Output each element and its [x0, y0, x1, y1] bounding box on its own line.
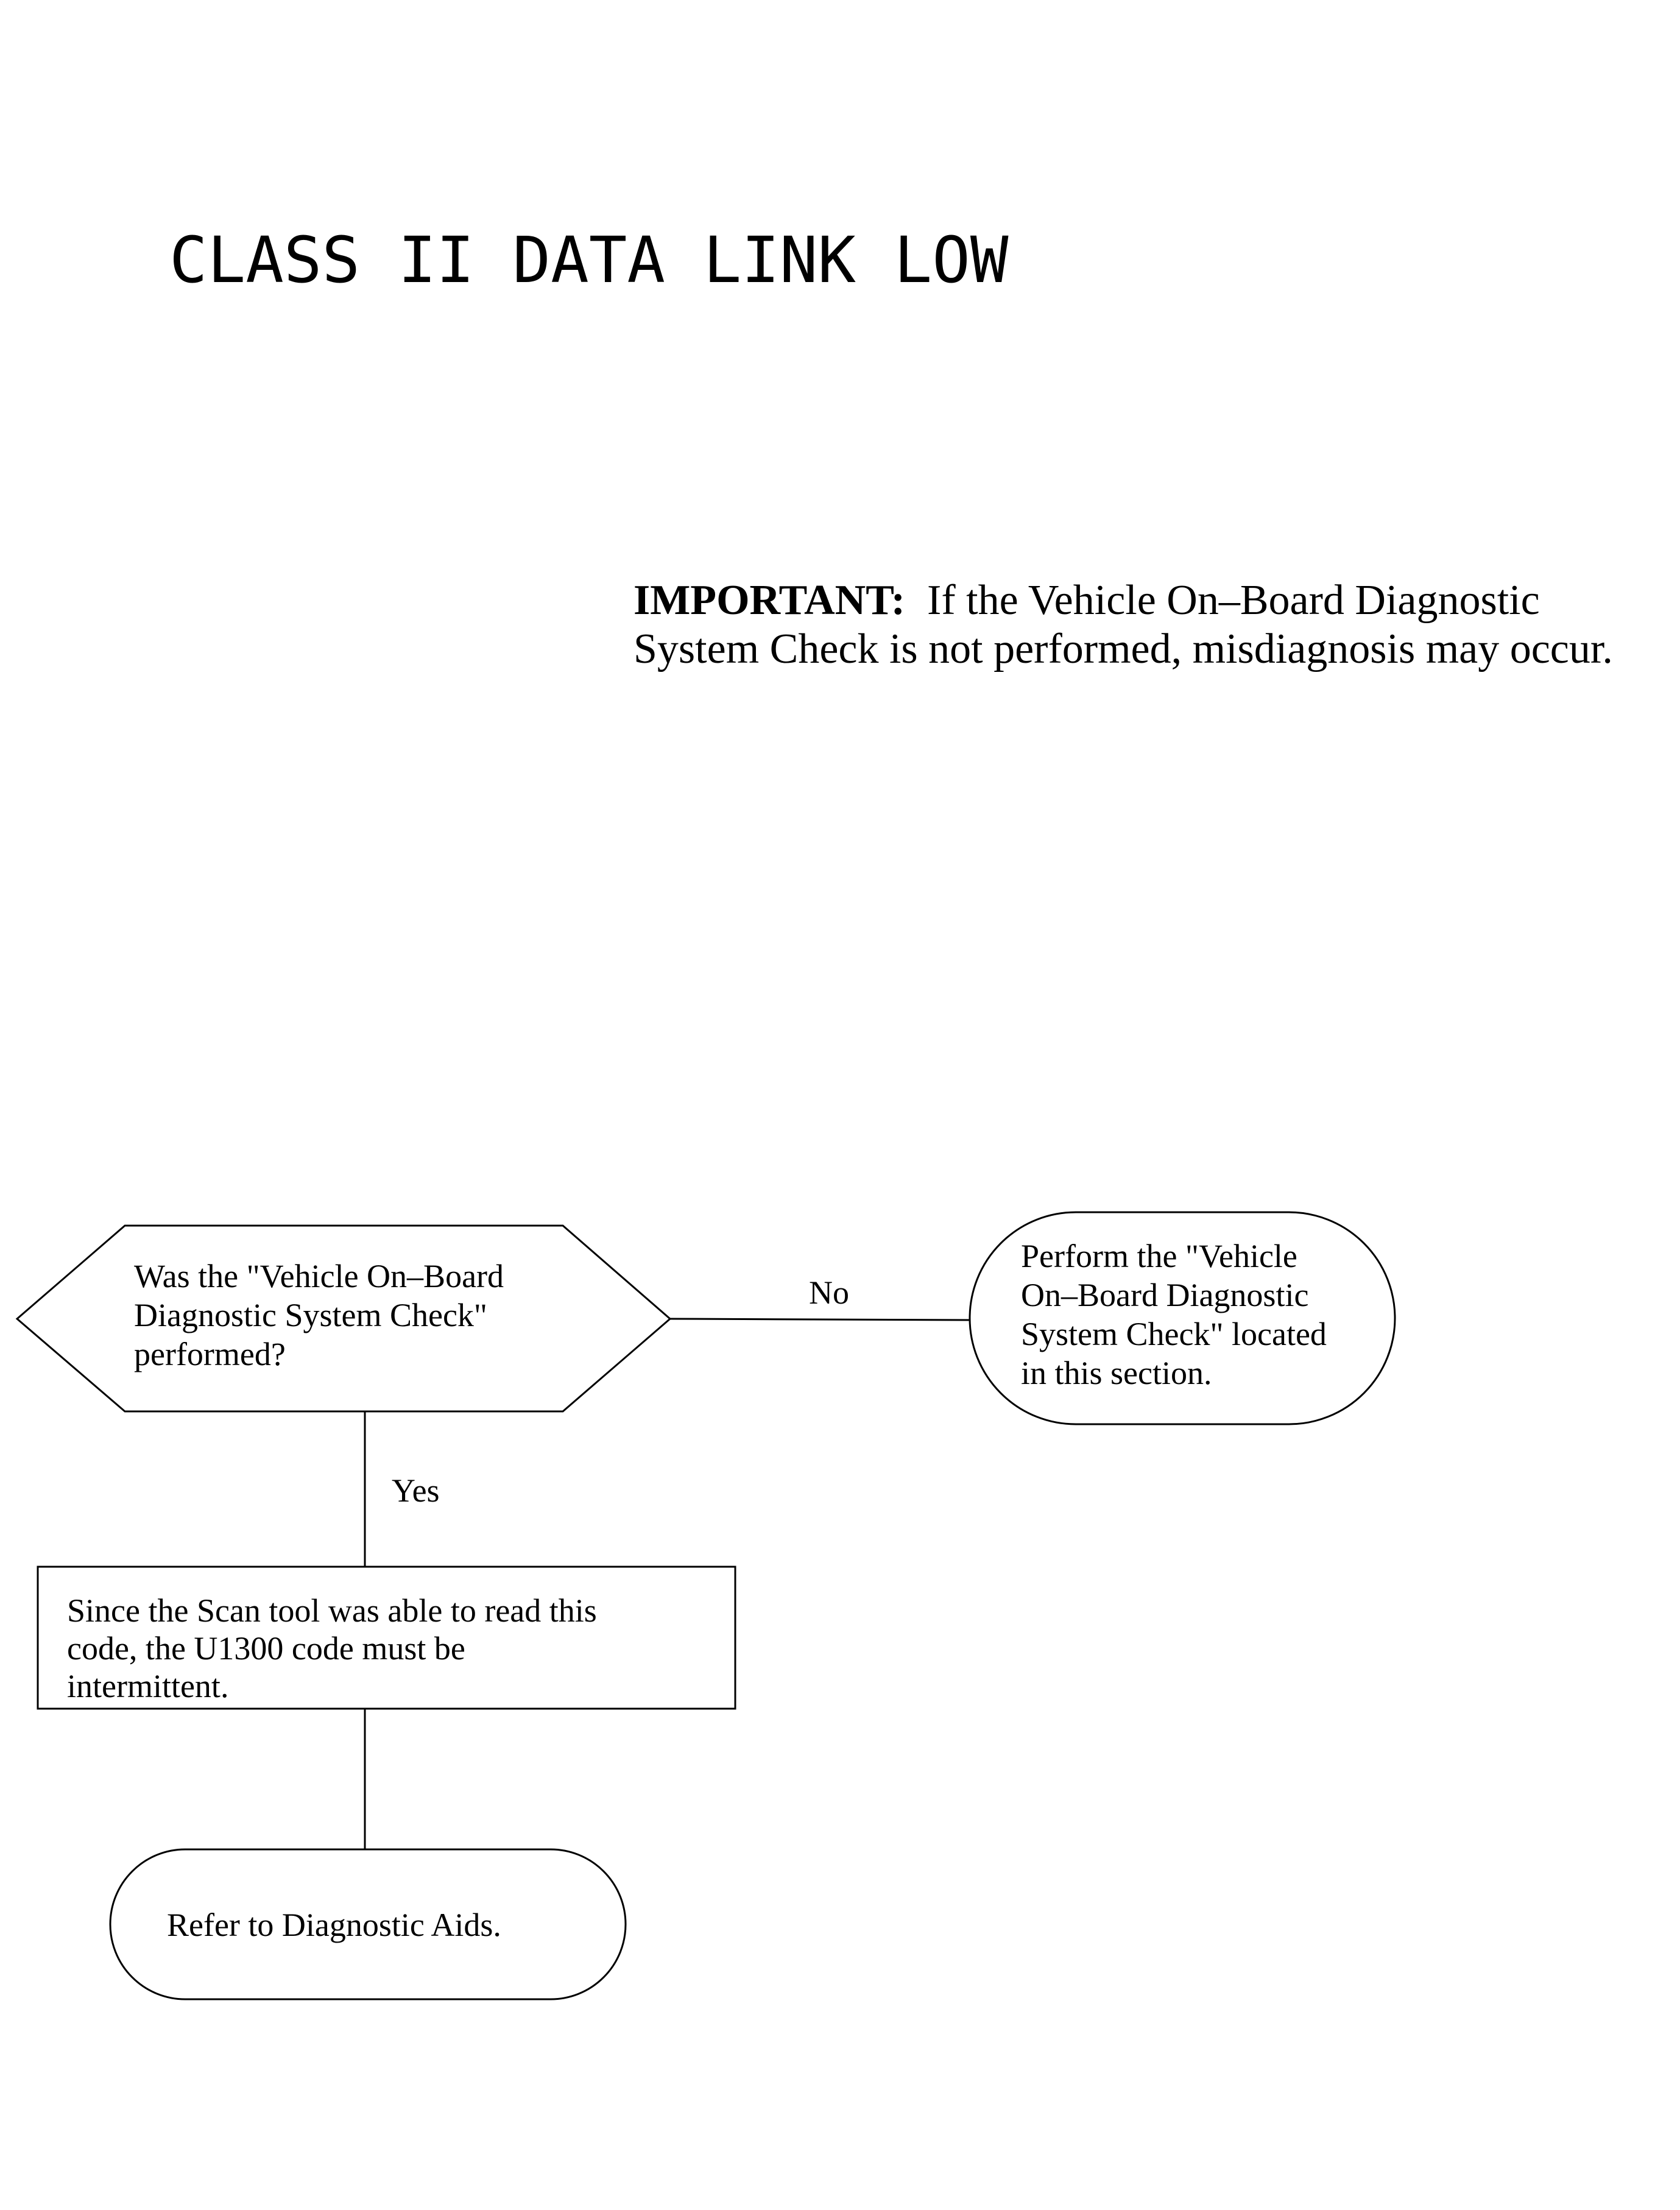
- decision-line: performed?: [134, 1336, 286, 1372]
- important-note-line-1: IMPORTANT: If the Vehicle On–Board Diagno…: [634, 576, 1675, 625]
- decision-hexagon: [15, 1224, 672, 1413]
- connector-no: [669, 1318, 970, 1321]
- important-text-2: System Check is not performed, misdiagno…: [634, 626, 1613, 673]
- process-box: [37, 1566, 736, 1710]
- process-text: Since the Scan tool was able to read thi…: [67, 1592, 597, 1705]
- no-label: No: [809, 1274, 849, 1311]
- end-terminal-shape: [109, 1848, 627, 2000]
- decision-line: Diagnostic System Check": [134, 1297, 487, 1333]
- no-terminal-line: On–Board Diagnostic: [1021, 1277, 1309, 1313]
- process-line: intermittent.: [67, 1668, 229, 1704]
- process-line: Since the Scan tool was able to read thi…: [67, 1592, 597, 1629]
- decision-line: Was the "Vehicle On–Board: [134, 1258, 504, 1294]
- important-note: IMPORTANT: If the Vehicle On–Board Diagno…: [634, 576, 1675, 674]
- no-terminal-line: System Check" located: [1021, 1316, 1327, 1352]
- no-terminal-shape: [969, 1211, 1396, 1425]
- important-label: IMPORTANT:: [634, 577, 906, 624]
- no-terminal-text: Perform the "Vehicle On–Board Diagnostic…: [1021, 1237, 1327, 1393]
- no-terminal-line: in this section.: [1021, 1355, 1212, 1391]
- end-terminal-text: Refer to Diagnostic Aids.: [167, 1905, 501, 1944]
- yes-label: Yes: [392, 1472, 440, 1509]
- process-line: code, the U1300 code must be: [67, 1630, 465, 1667]
- end-terminal-line: Refer to Diagnostic Aids.: [167, 1907, 501, 1943]
- page-title: CLASS II DATA LINK LOW: [169, 223, 1009, 297]
- decision-text: Was the "Vehicle On–Board Diagnostic Sys…: [134, 1257, 504, 1374]
- no-terminal-line: Perform the "Vehicle: [1021, 1238, 1297, 1274]
- important-text-1: If the Vehicle On–Board Diagnostic: [927, 577, 1540, 624]
